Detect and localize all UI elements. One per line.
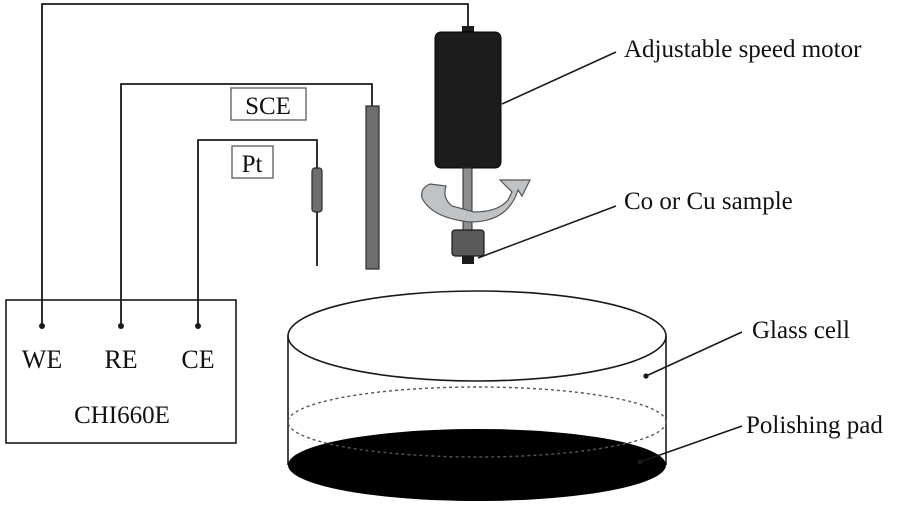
pad-leader-line [639,425,743,463]
motor-top-cap [462,26,474,36]
polishing-pad-label: Polishing pad [746,412,883,439]
sample-leader-line [477,205,617,259]
sce-label-box [230,87,307,121]
pt-electrode-body [311,167,323,213]
electrolyte-level [287,386,667,458]
pt-label: Pt [242,151,263,178]
glass-cell-label: Glass cell [752,317,850,344]
pt-label-box [231,145,274,179]
terminal-ce-label: CE [181,345,214,374]
motor-body [434,31,502,169]
sample-label: Co or Cu sample [624,188,793,215]
pad-leader-dot [637,459,643,465]
sce-label: SCE [245,93,291,120]
motor-leader-line [501,51,617,105]
wire-we-to-motor [41,3,469,326]
rotation-arrow-icon [421,179,531,223]
sample-holder [451,229,485,257]
polishing-pad [288,429,666,501]
instrument-name-label: CHI660E [74,402,170,429]
wire-ce-to-pt [197,139,318,326]
cell-leader-line [645,331,743,377]
sce-electrode [365,105,380,270]
wire-re-to-sce [120,83,373,326]
terminal-we-label: WE [22,345,62,374]
motor-label: Adjustable speed motor [624,36,862,63]
co-cu-sample [462,256,474,264]
cell-leader-dot [643,373,649,379]
glass-cell-rim [287,290,667,382]
terminal-re-label: RE [104,345,137,374]
glass-cell-wall [287,336,667,465]
